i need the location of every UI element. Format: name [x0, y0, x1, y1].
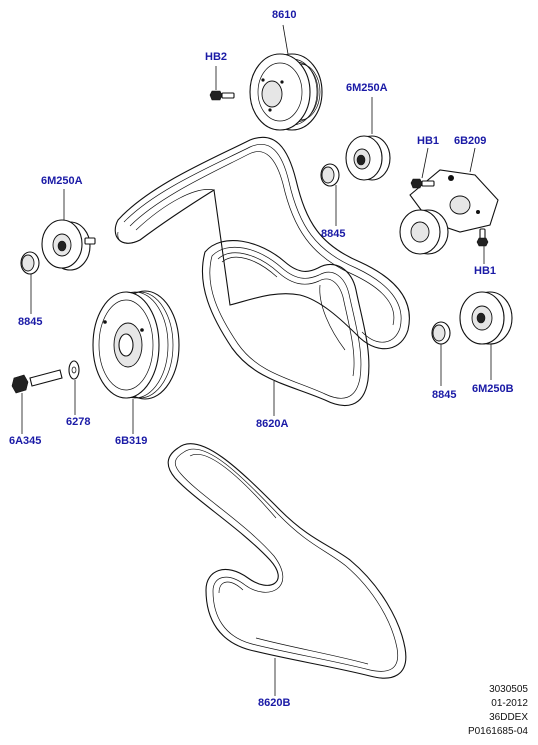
- pulley-8610: [249, 53, 323, 131]
- label-6m250a-top: 6M250A: [346, 82, 388, 94]
- ref-line-2: 01-2012: [491, 698, 528, 709]
- belt-8620b: [167, 443, 407, 679]
- idler-6m250a-left: [41, 219, 96, 271]
- tensioner-6b209: [399, 169, 499, 255]
- cap-8845-right: [431, 321, 451, 345]
- bolt-hb2: [209, 90, 235, 101]
- label-6m250b: 6M250B: [472, 383, 514, 395]
- bolt-6a345: [11, 369, 63, 394]
- cap-8845-mid: [320, 163, 340, 187]
- ref-line-1: 3030505: [489, 684, 528, 695]
- upper-belt-loop: [114, 136, 410, 350]
- ref-line-4: P0161685-04: [467, 726, 528, 737]
- idler-6m250a-top: [345, 135, 391, 181]
- crank-pulley-6b319: [92, 290, 180, 400]
- leader-lines: [21, 24, 492, 696]
- label-8845-mid: 8845: [321, 228, 346, 240]
- label-8620a: 8620A: [256, 418, 289, 430]
- label-6a345: 6A345: [9, 435, 42, 447]
- washer-6278: [68, 360, 80, 380]
- label-hb1-top: HB1: [417, 135, 440, 147]
- label-hb2: HB2: [205, 51, 228, 63]
- label-8845-right: 8845: [432, 389, 457, 401]
- label-6m250a-left: 6M250A: [41, 175, 83, 187]
- label-8845-left: 8845: [18, 316, 43, 328]
- idler-6m250b: [459, 291, 513, 345]
- label-8610: 8610: [272, 9, 297, 21]
- label-6278: 6278: [66, 416, 91, 428]
- label-6b209: 6B209: [454, 135, 487, 147]
- label-8620b: 8620B: [258, 697, 291, 709]
- label-6b319: 6B319: [115, 435, 148, 447]
- cap-8845-left: [20, 251, 40, 275]
- ref-line-3: 36DDEX: [489, 712, 528, 723]
- belt-8620a: [201, 239, 370, 407]
- label-hb1-right: HB1: [474, 265, 497, 277]
